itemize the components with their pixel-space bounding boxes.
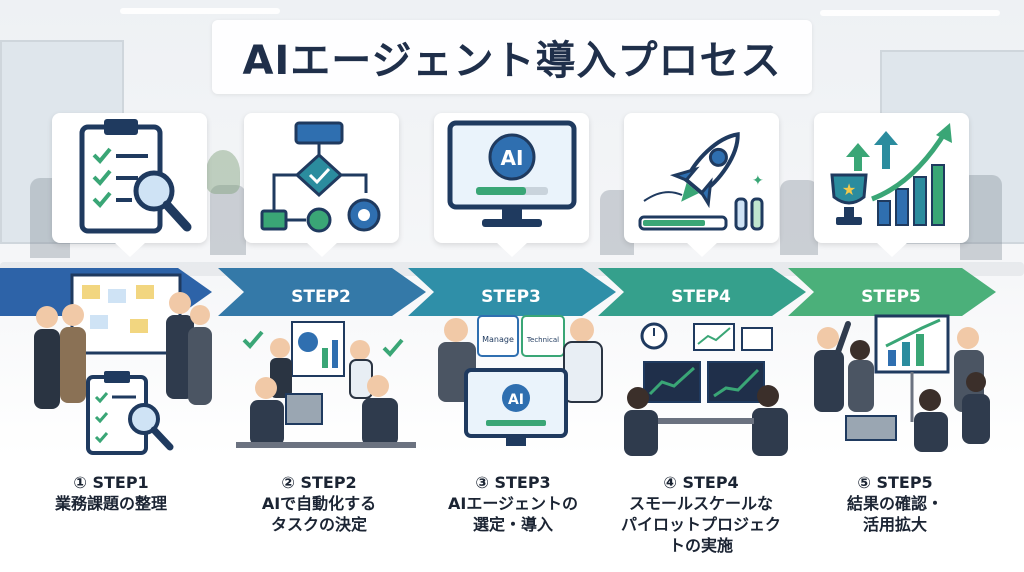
step5-number: ⑤ STEP5 [857, 473, 933, 492]
step5-text: 結果の確認・ 活用拡大 [846, 494, 943, 534]
step2-text: AIで自動化する タスクの決定 [261, 494, 377, 534]
svg-text:★: ★ [842, 180, 856, 199]
step2-label: ② STEP2 AIで自動化する タスクの決定 [224, 472, 414, 535]
monitor-ai-text: AI [501, 146, 524, 170]
arrow-label-step3: STEP3 [481, 287, 541, 307]
step3-icon-card: AI [434, 113, 589, 257]
step3-selection-illustration: Manage Technical AI [438, 315, 603, 446]
arrow-label-step4: STEP4 [671, 287, 731, 307]
step3-number: ③ STEP3 [475, 473, 551, 492]
technical-tag: Technical [526, 336, 559, 344]
step4-monitoring-illustration [624, 322, 788, 456]
step4-icon-card: ✦ [624, 113, 779, 257]
step4-text: スモールスケールな パイロットプロジェク トの実施 [620, 494, 781, 555]
page-title: AIエージェント導入プロセス [242, 38, 782, 84]
flowchart-gear-icon [260, 121, 381, 233]
step2-icon-card [244, 113, 399, 257]
step2-number: ② STEP2 [281, 473, 357, 492]
arrow-label-step5: STEP5 [861, 287, 921, 307]
arrow-step5 [788, 268, 996, 316]
ai-monitor-icon: AI [447, 120, 577, 227]
arrow-label-step2: STEP2 [291, 287, 351, 307]
arrow-step4 [598, 268, 806, 316]
title-banner: AIエージェント導入プロセス [212, 20, 812, 94]
ceiling-light [120, 8, 280, 14]
background-person [780, 180, 818, 255]
step5-label: ⑤ STEP5 結果の確認・ 活用拡大 [800, 472, 990, 535]
step1-number: ① STEP1 [73, 473, 149, 492]
manage-tag: Manage [482, 335, 514, 344]
trophy-growth-chart-icon: ★ [830, 123, 952, 226]
clipboard-checklist-magnifier-icon [79, 119, 192, 234]
step4-number: ④ STEP4 [663, 473, 739, 492]
plant [206, 150, 240, 194]
arrow-step2 [218, 268, 426, 316]
step4-label: ④ STEP4 スモールスケールな パイロットプロジェク トの実施 [606, 472, 796, 556]
background-person [210, 185, 246, 255]
step3-label: ③ STEP3 AIエージェントの 選定・導入 [418, 472, 608, 535]
step2-team-illustration [236, 321, 416, 448]
step1-icon-card [52, 113, 207, 257]
step5-celebration-illustration [814, 314, 990, 452]
svg-text:✦: ✦ [752, 173, 764, 189]
step1-meeting-illustration [34, 273, 212, 455]
step1-label: ① STEP1 業務課題の整理 [16, 472, 206, 514]
step5-icon-card: ★ [814, 113, 969, 257]
rocket-launch-icon: ✦ [638, 132, 764, 231]
step1-text: 業務課題の整理 [54, 494, 167, 513]
step3-text: AIエージェントの 選定・導入 [447, 494, 579, 534]
monitor-ai-text-small: AI [508, 392, 524, 408]
arrow-step3 [408, 268, 616, 316]
ceiling-light [820, 10, 1000, 16]
